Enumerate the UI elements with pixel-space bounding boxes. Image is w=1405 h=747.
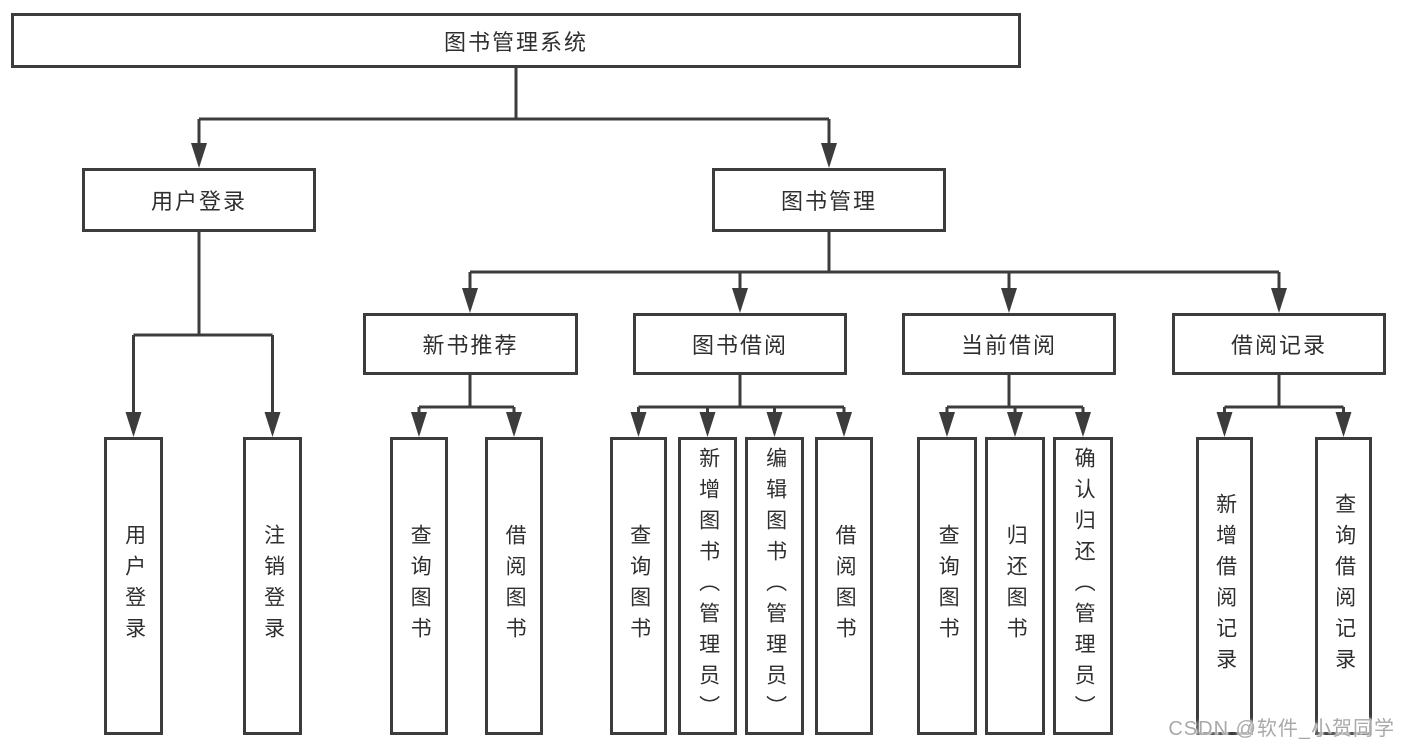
node-current-borrow: 当前借阅 (902, 313, 1116, 375)
leaf-borrow-borrow-book: 借阅图书 (815, 437, 873, 735)
arrow-down-icon (1001, 288, 1017, 313)
arrow-down-icon (411, 412, 427, 437)
leaf-edit-book-admin-label: 编辑图书（管理员） (763, 446, 787, 726)
leaf-recommend-borrow-book: 借阅图书 (485, 437, 543, 735)
node-borrow-record: 借阅记录 (1172, 313, 1386, 375)
arrow-down-icon (1216, 412, 1233, 437)
arrow-down-icon (766, 412, 783, 437)
connector-new-book (417, 375, 516, 433)
leaf-current-query-book: 查询图书 (917, 437, 977, 735)
leaf-add-borrow-record: 新增借阅记录 (1196, 437, 1253, 735)
leaf-query-borrow-record: 查询借阅记录 (1315, 437, 1372, 735)
node-root-label: 图书管理系统 (443, 29, 588, 55)
leaf-current-query-book-label: 查询图书 (936, 524, 960, 648)
leaf-add-book-admin-label: 新增图书（管理员） (696, 446, 720, 726)
node-new-book-recommend-label: 新书推荐 (422, 333, 519, 358)
arrow-down-icon (506, 412, 522, 437)
arrow-down-icon (1271, 288, 1287, 313)
node-borrow-record-label: 借阅记录 (1230, 333, 1327, 358)
leaf-user-login: 用户登录 (104, 437, 163, 735)
arrow-down-icon (191, 143, 207, 168)
node-book-management: 图书管理 (712, 168, 946, 232)
arrow-down-icon (630, 412, 647, 437)
leaf-recommend-query-book-label: 查询图书 (408, 524, 432, 648)
node-new-book-recommend: 新书推荐 (363, 313, 578, 375)
node-current-borrow-label: 当前借阅 (960, 333, 1057, 358)
arrow-down-icon (462, 288, 478, 313)
connector-borrow-record (1223, 375, 1345, 433)
arrow-down-icon (1007, 412, 1023, 437)
leaf-logout: 注销登录 (243, 437, 302, 735)
leaf-return-book-label: 归还图书 (1004, 524, 1028, 648)
leaf-edit-book-admin: 编辑图书（管理员） (745, 437, 804, 735)
leaf-add-book-admin: 新增图书（管理员） (678, 437, 737, 735)
watermark: CSDN @软件_小贺同学 (1168, 718, 1395, 740)
arrow-down-icon (821, 143, 837, 168)
connector-book-borrow (637, 375, 846, 433)
node-user-login-label: 用户登录 (150, 189, 247, 214)
connector-user-login (132, 232, 274, 433)
node-root: 图书管理系统 (11, 13, 1021, 68)
leaf-borrow-query-book: 查询图书 (610, 437, 667, 735)
leaf-borrow-query-book-label: 查询图书 (627, 524, 651, 648)
leaf-confirm-return-admin-label: 确认归还（管理员） (1072, 446, 1096, 726)
arrow-down-icon (939, 412, 955, 437)
node-book-borrow: 图书借阅 (633, 313, 847, 375)
connector-root (197, 68, 831, 164)
arrow-down-icon (836, 412, 852, 437)
leaf-confirm-return-admin: 确认归还（管理员） (1053, 437, 1113, 735)
leaf-query-borrow-record-label: 查询借阅记录 (1332, 493, 1356, 679)
arrow-down-icon (699, 412, 716, 437)
node-book-management-label: 图书管理 (780, 189, 877, 214)
leaf-return-book: 归还图书 (985, 437, 1045, 735)
connector-book-management (468, 232, 1281, 309)
leaf-add-borrow-record-label: 新增借阅记录 (1213, 493, 1237, 679)
arrow-down-icon (264, 412, 281, 437)
arrow-down-icon (125, 412, 142, 437)
leaf-recommend-borrow-book-label: 借阅图书 (503, 524, 527, 648)
leaf-recommend-query-book: 查询图书 (390, 437, 448, 735)
arrow-down-icon (1075, 412, 1091, 437)
arrow-down-icon (732, 288, 748, 313)
leaf-borrow-borrow-book-label: 借阅图书 (833, 524, 857, 648)
node-user-login: 用户登录 (82, 168, 316, 232)
arrow-down-icon (1335, 412, 1352, 437)
connector-current-borrow (945, 375, 1085, 433)
leaf-logout-label: 注销登录 (261, 524, 285, 648)
leaf-user-login-label: 用户登录 (122, 524, 146, 648)
node-book-borrow-label: 图书借阅 (691, 333, 788, 358)
